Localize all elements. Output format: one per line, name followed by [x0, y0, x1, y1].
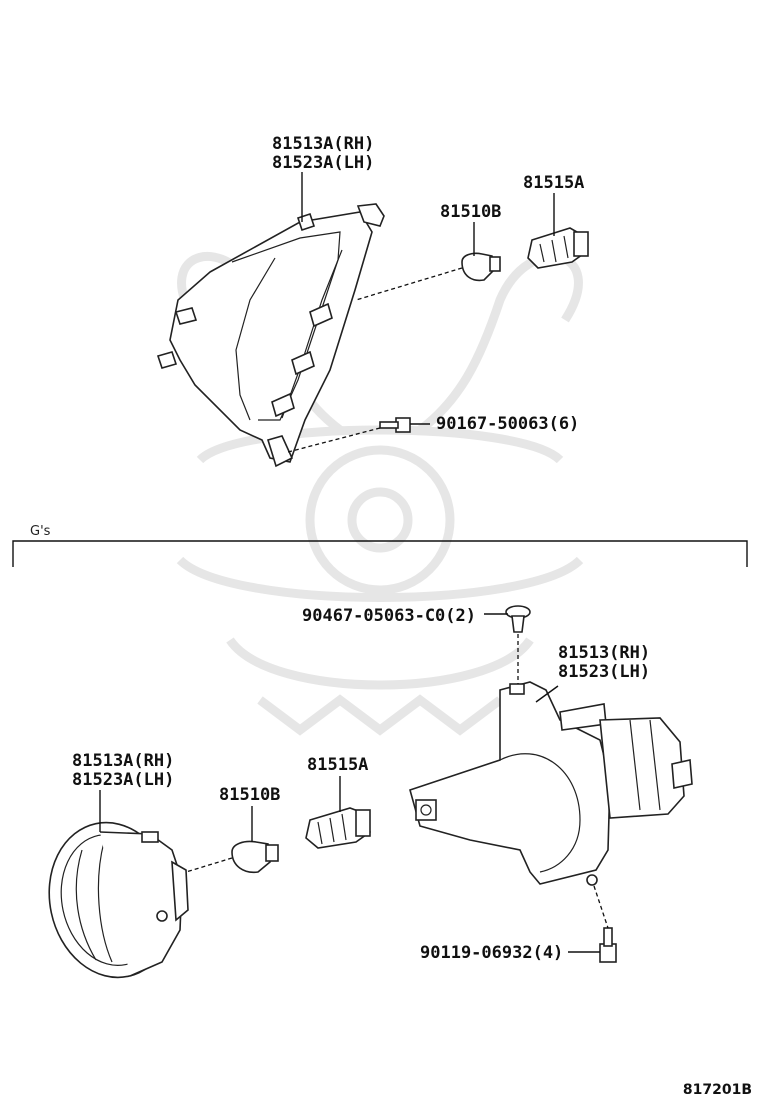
section-bracket [12, 540, 748, 567]
label-top-screw: 90167-50063(6) [436, 414, 579, 434]
bottom-bulb [231, 840, 279, 874]
label-fog-housing-lh: 81523A(LH) [72, 770, 174, 790]
label-top-housing-rh: 81513A(RH) [272, 134, 374, 154]
top-screw [379, 417, 411, 433]
bottom-socket [305, 807, 371, 849]
top-lamp-housing [156, 203, 385, 468]
label-clip: 90467-05063-C0(2) [302, 606, 476, 626]
clip [505, 605, 531, 633]
top-bulb-dash [355, 267, 463, 301]
top-screw-dash [287, 427, 381, 453]
bracket-leader [535, 685, 559, 703]
label-bottom-bulb: 81510B [219, 785, 280, 805]
diagram-code: 817201B [683, 1082, 752, 1098]
fog-lamp-housing [48, 821, 189, 979]
section-title: G's [30, 524, 51, 539]
top-bulb [461, 252, 501, 282]
top-socket [527, 227, 589, 269]
label-bottom-socket: 81515A [307, 755, 368, 775]
label-bottom-screw: 90119-06932(4) [420, 943, 563, 963]
label-bracket-lh: 81523(LH) [558, 662, 650, 682]
fog-lamp-bracket [409, 681, 693, 886]
bottom-screw-dash [593, 885, 609, 929]
label-top-housing-lh: 81523A(LH) [272, 153, 374, 173]
bottom-bulb-dash [185, 857, 233, 873]
label-bracket-rh: 81513(RH) [558, 643, 650, 663]
bottom-screw [599, 927, 617, 963]
label-top-bulb: 81510B [440, 202, 501, 222]
label-top-socket: 81515A [523, 173, 584, 193]
label-fog-housing-rh: 81513A(RH) [72, 751, 174, 771]
